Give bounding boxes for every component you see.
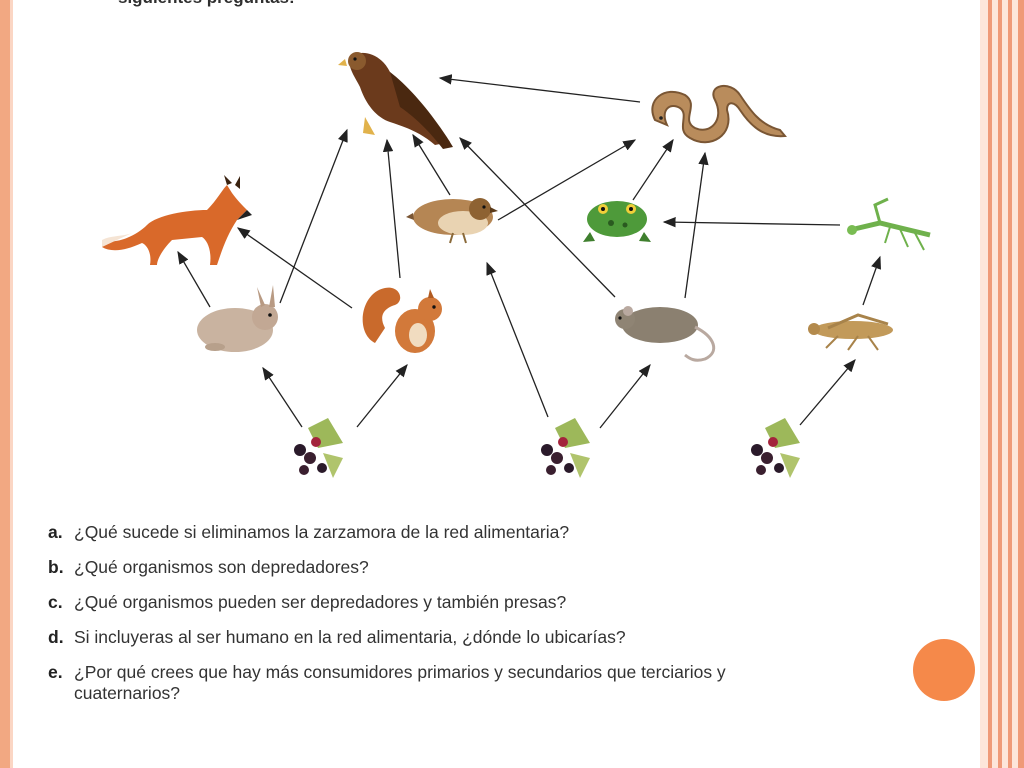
arrow-rabbit-fox: [177, 250, 211, 308]
question-d-text: Si incluyeras al ser humano en la red al…: [74, 627, 626, 647]
arrow-sparrow-snake: [497, 139, 637, 221]
fox-icon: [102, 175, 252, 265]
right-border-line-3: [1008, 0, 1012, 768]
arrow-berry1-rabbit: [262, 366, 303, 428]
arrow-squirrel-eagle: [382, 138, 401, 279]
question-b: b. ¿Qué organismos son depredadores?: [48, 557, 848, 578]
arrow-snake-eagle: [438, 74, 641, 103]
food-web-diagram: [102, 52, 931, 478]
arrow-mouse-eagle: [459, 137, 616, 298]
grasshopper-icon: [808, 313, 893, 351]
question-a-letter: a.: [48, 522, 63, 542]
blackberry-icon-3: [751, 418, 800, 478]
frog-icon: [583, 201, 651, 242]
right-border-gap-4: [1012, 0, 1018, 768]
question-d-letter: d.: [48, 627, 64, 647]
question-a: a. ¿Qué sucede si eliminamos la zarzamor…: [48, 522, 848, 543]
arrow-mouse-snake: [684, 151, 709, 299]
arrow-berry2-sparrow: [486, 261, 549, 418]
orange-decorative-dot: [913, 639, 975, 701]
question-list: a. ¿Qué sucede si eliminamos la zarzamor…: [48, 522, 848, 718]
snake-icon: [651, 85, 787, 144]
arrow-mantis-frog: [662, 217, 841, 228]
squirrel-icon: [362, 287, 442, 353]
arrow-rabbit-eagle: [279, 128, 348, 304]
arrow-berry1-squirrel: [356, 363, 408, 428]
left-border-decoration: [0, 0, 10, 768]
question-c-text: ¿Qué organismos pueden ser depredadores …: [74, 592, 567, 612]
mantis-icon: [847, 197, 931, 251]
cut-off-heading: siguientes preguntas:: [118, 0, 418, 8]
question-e: e. ¿Por qué crees que hay más consumidor…: [48, 662, 768, 704]
right-border-gap-1: [980, 0, 988, 768]
arrow-berry3-grasshopper: [799, 359, 856, 426]
question-e-letter: e.: [48, 662, 63, 682]
question-b-letter: b.: [48, 557, 64, 577]
mouse-icon: [615, 306, 716, 362]
blackberry-icon-2: [541, 418, 590, 478]
question-d: d. Si incluyeras al ser humano en la red…: [48, 627, 848, 648]
arrow-berry2-mouse: [599, 363, 651, 429]
right-border-gap-2: [992, 0, 998, 768]
arrow-frog-snake: [632, 138, 674, 201]
slide: [13, 0, 980, 768]
eagle-icon: [338, 52, 453, 149]
right-border-line-2: [998, 0, 1002, 768]
rabbit-icon: [197, 285, 278, 352]
right-border-gap-3: [1002, 0, 1008, 768]
arrow-sparrow-eagle: [412, 133, 451, 196]
question-a-text: ¿Qué sucede si eliminamos la zarzamora d…: [74, 522, 570, 542]
arrow-grasshopper-mantis: [862, 255, 881, 306]
right-border-line-4: [1018, 0, 1024, 768]
question-c-letter: c.: [48, 592, 63, 612]
right-border-line-1: [988, 0, 992, 768]
food-web-arrows: [177, 74, 881, 429]
left-border-inner: [10, 0, 13, 768]
arrow-squirrel-fox: [236, 227, 353, 309]
blackberry-icon-1: [294, 418, 343, 478]
question-e-text: ¿Por qué crees que hay más consumidores …: [74, 662, 726, 703]
sparrow-icon: [406, 198, 498, 244]
question-c: c. ¿Qué organismos pueden ser depredador…: [48, 592, 848, 613]
question-b-text: ¿Qué organismos son depredadores?: [74, 557, 369, 577]
